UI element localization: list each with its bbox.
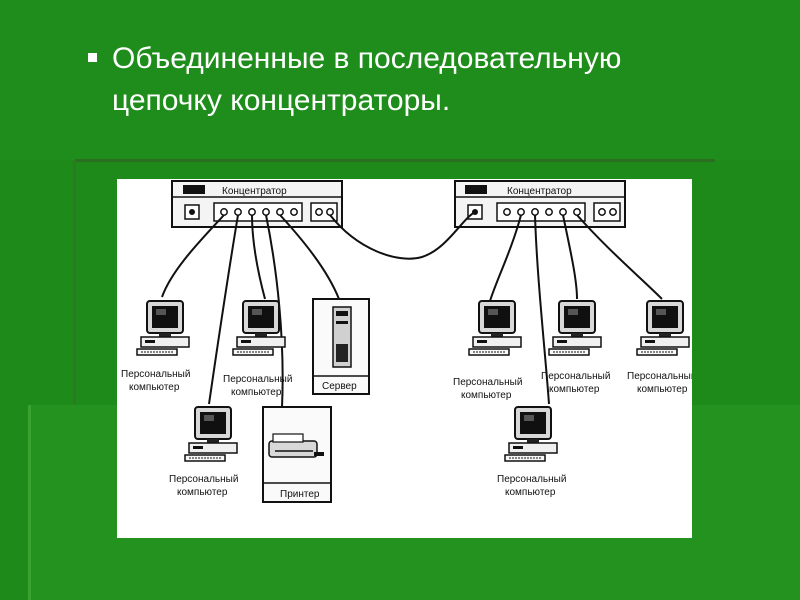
decor-lower-edge — [28, 405, 31, 600]
cable-pc7 — [576, 214, 663, 300]
cable-pc2 — [251, 214, 266, 300]
hub-link-cable — [329, 211, 476, 260]
cables — [161, 211, 663, 408]
server-device: Сервер — [312, 298, 370, 395]
pc-3: Персональный компьютер — [453, 300, 522, 401]
hub-right-label: Концентратор — [507, 186, 572, 197]
hub-left-label: Концентратор — [222, 186, 287, 197]
cable-pc6 — [562, 214, 578, 300]
pc-6: Персональный компьютер — [169, 406, 238, 498]
cable-pc4 — [208, 214, 239, 405]
network-diagram: Концентратор Концентратор — [117, 179, 692, 538]
pc-4-label-line2: компьютер — [549, 384, 600, 395]
pc-3-label-line2: компьютер — [461, 390, 512, 401]
pc-6-label-line1: Персональный — [169, 474, 238, 485]
pc-7-label-line1: Персональный — [497, 474, 566, 485]
bullet-square-icon — [88, 53, 97, 62]
pc-1-label-line1: Персональный — [121, 369, 190, 380]
cable-server — [279, 214, 340, 300]
pc-2: Персональный компьютер — [223, 300, 292, 398]
pc-7-label-line2: компьютер — [505, 487, 556, 498]
pc-2-label-line1: Персональный — [223, 374, 292, 385]
pc-6-label-line2: компьютер — [177, 487, 228, 498]
cable-pc1 — [161, 214, 225, 298]
slide-bullet: Объединенные в последовательную цепочку … — [88, 38, 738, 122]
pc-2-label-line2: компьютер — [231, 387, 282, 398]
hub-right: Концентратор — [454, 180, 626, 228]
pc-5-label-line2: компьютер — [637, 384, 688, 395]
pc-3-label-line1: Персональный — [453, 377, 522, 388]
printer-label: Принтер — [280, 489, 320, 500]
decor-line-horizontal — [75, 159, 715, 162]
pc-7: Персональный компьютер — [497, 406, 566, 498]
bullet-text: Объединенные в последовательную цепочку … — [112, 42, 622, 117]
slide-header-band — [0, 0, 800, 160]
pc-5: Персональный компьютер — [627, 300, 692, 395]
pc-4: Персональный компьютер — [541, 300, 610, 395]
pc-5-label-line1: Персональный — [627, 371, 692, 382]
cable-pc5 — [489, 214, 522, 302]
hub-left: Концентратор — [171, 180, 343, 228]
decor-line-vertical — [73, 160, 76, 600]
pc-4-label-line1: Персональный — [541, 371, 610, 382]
printer-device: Принтер — [262, 406, 332, 503]
cable-pc8 — [534, 214, 550, 405]
pc-1: Персональный компьютер — [121, 300, 190, 393]
pc-1-label-line2: компьютер — [129, 382, 180, 393]
server-label: Сервер — [322, 381, 357, 392]
